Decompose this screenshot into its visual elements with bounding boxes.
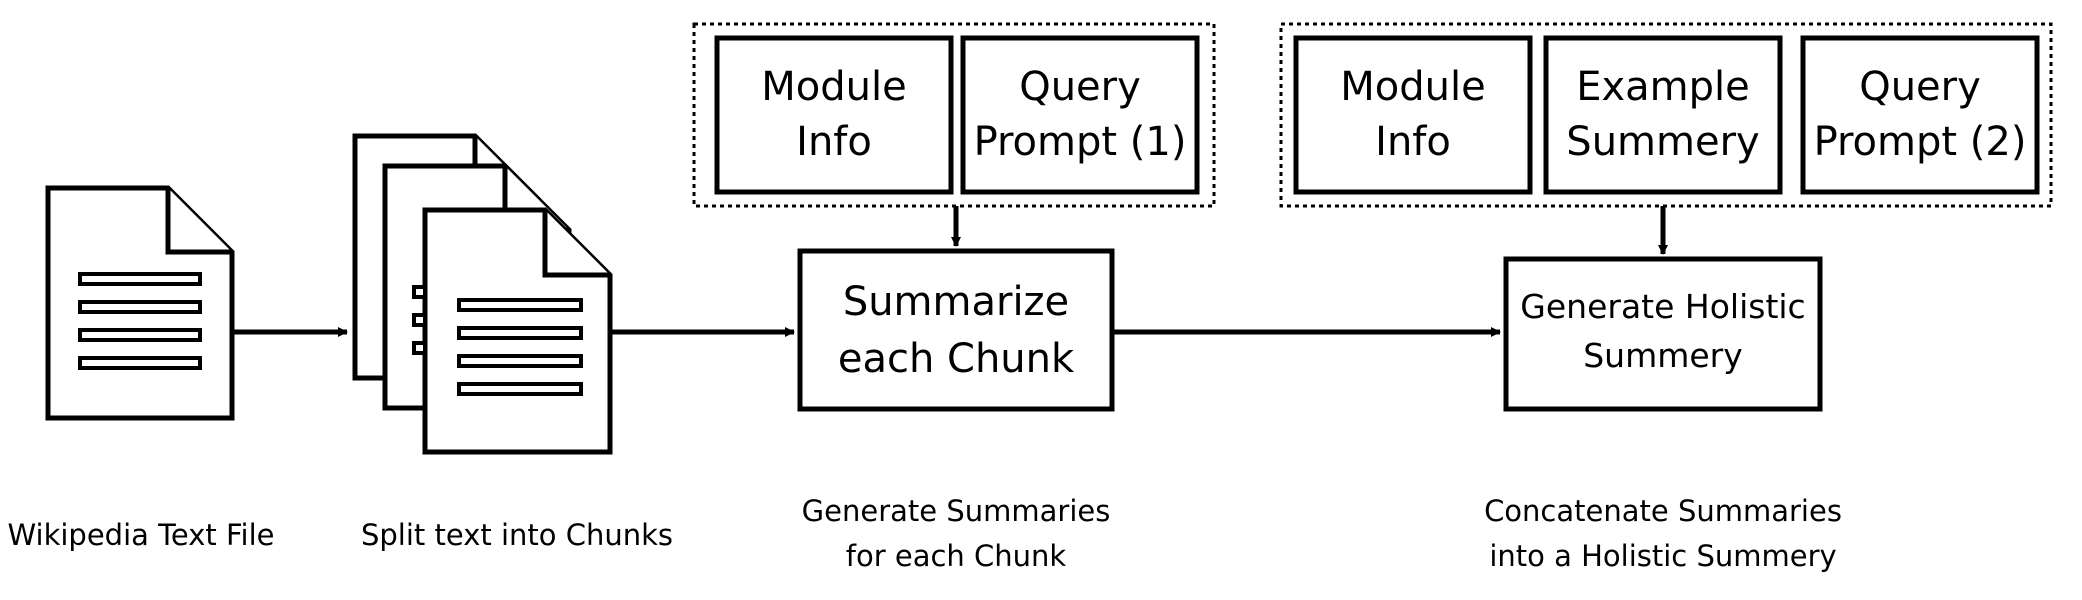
module-info-1-line1: Module — [761, 64, 906, 110]
module-info-box-1 — [714, 35, 954, 195]
holistic-box-line1: Generate Holistic — [1520, 287, 1805, 326]
module-info-box-2 — [1293, 35, 1533, 195]
query-prompt-1-box — [960, 35, 1200, 195]
query-prompt-2-line1: Query — [1859, 64, 1981, 110]
holistic-summery-box — [1503, 256, 1823, 412]
module-info-2-line1: Module — [1340, 64, 1485, 110]
module-info-2-line2: Info — [1375, 119, 1451, 165]
example-summery-box — [1543, 35, 1783, 195]
summarize-box — [797, 248, 1115, 412]
example-summery-line2: Summery — [1566, 119, 1759, 165]
summarize-box-line2: each Chunk — [838, 336, 1075, 382]
example-summery-line1: Example — [1576, 64, 1750, 110]
caption-split-chunks: Split text into Chunks — [361, 518, 673, 552]
chunk-documents-icon — [352, 133, 613, 455]
holistic-box-line2: Summery — [1583, 336, 1743, 375]
query-prompt-1-line2: Prompt (1) — [974, 119, 1187, 165]
query-prompt-1-line1: Query — [1019, 64, 1141, 110]
caption-wikipedia-file: Wikipedia Text File — [7, 518, 274, 552]
caption-summarize-line1: Generate Summaries — [802, 494, 1111, 528]
query-prompt-2-box — [1800, 35, 2040, 195]
caption-summarize-line2: for each Chunk — [846, 539, 1067, 573]
wikipedia-document-icon — [45, 185, 235, 421]
caption-holistic-line1: Concatenate Summaries — [1484, 494, 1842, 528]
module-info-1-line2: Info — [796, 119, 872, 165]
caption-holistic-line2: into a Holistic Summery — [1489, 539, 1836, 573]
summarize-box-line1: Summarize — [843, 279, 1069, 325]
query-prompt-2-line2: Prompt (2) — [1814, 119, 2027, 165]
prompt-group-2 — [1279, 22, 2053, 208]
